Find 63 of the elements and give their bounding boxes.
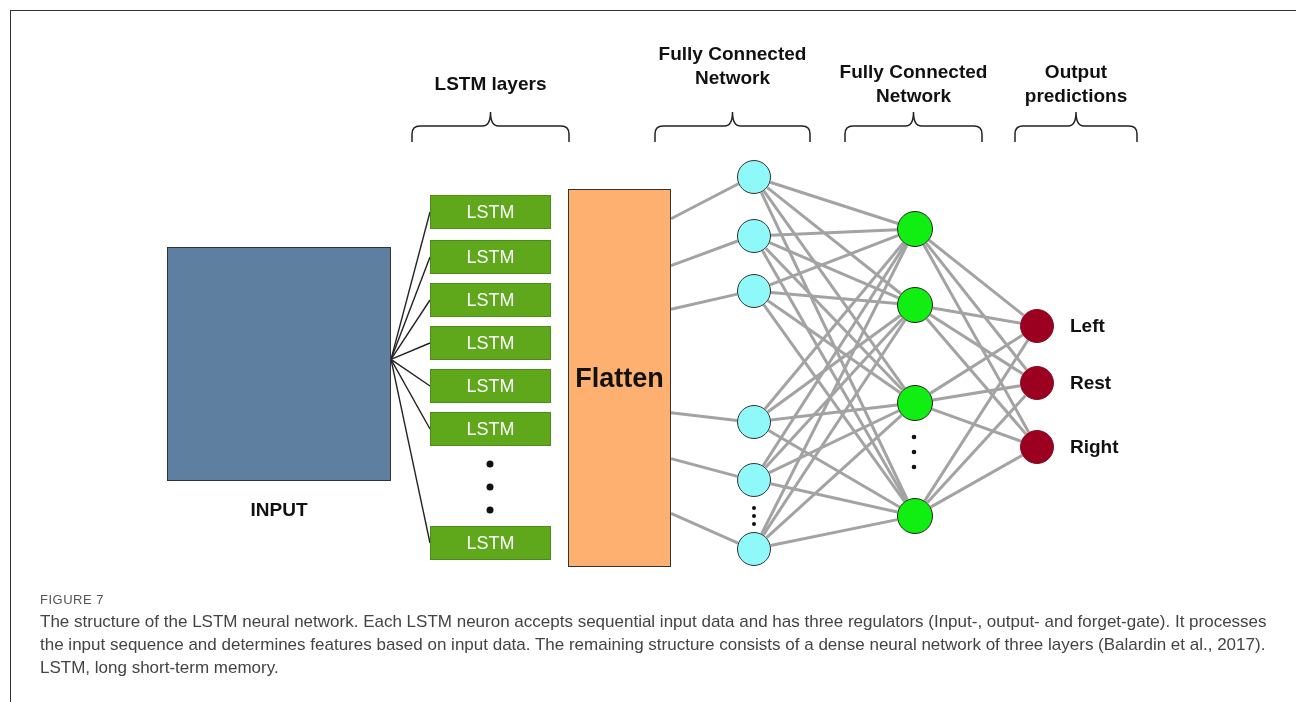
connection-line xyxy=(770,290,898,305)
connection-line xyxy=(929,454,1023,509)
caption-text: The structure of the LSTM neural network. Each LSTM neuron accepts sequential input data and has three regulators (Input-, output- and forget-gate). It processes the input sequence and determines features based on input data. The remaining structure consists of a dense neural network of three layers (Balardin et al., 2017). LSTM, long short-term memory. xyxy=(40,611,1268,679)
connection-line xyxy=(922,243,1030,433)
connection-line xyxy=(769,180,899,225)
layer-heading: LSTM layers xyxy=(433,72,548,96)
node-text: Flatten xyxy=(575,362,664,394)
connection-line xyxy=(770,518,898,548)
connection-line xyxy=(670,182,740,221)
connection-line xyxy=(762,189,906,390)
connection-line xyxy=(766,186,902,295)
connection-line xyxy=(925,242,1028,371)
output-class-label: Right xyxy=(1070,436,1119,458)
connection-line xyxy=(770,228,898,237)
connection-line xyxy=(670,239,739,268)
connection-line xyxy=(929,313,1024,376)
connection-line xyxy=(390,358,431,430)
connection-line xyxy=(767,429,901,509)
connection-line xyxy=(762,319,907,536)
connection-line xyxy=(390,299,431,360)
connection-line xyxy=(763,241,905,410)
connection-line xyxy=(769,241,900,300)
connection-line xyxy=(761,243,907,467)
node-text: LSTM xyxy=(466,246,515,268)
layer-heading: Fully Connected Network xyxy=(657,42,808,90)
connection-line xyxy=(670,457,738,478)
node-text: LSTM xyxy=(466,375,515,397)
connection-line xyxy=(762,303,906,503)
node-text: LSTM xyxy=(466,201,515,223)
connection-line xyxy=(390,342,431,360)
connection-line xyxy=(764,317,904,469)
connection-line xyxy=(769,234,899,287)
connection-line xyxy=(670,512,739,545)
node-text: LSTM xyxy=(466,332,515,354)
connection-line xyxy=(929,333,1024,395)
connection-line xyxy=(390,256,431,360)
connection-line xyxy=(670,411,738,422)
connection-line xyxy=(923,339,1030,502)
connection-line xyxy=(767,299,902,394)
output-class-label: Left xyxy=(1070,315,1105,337)
connection-line xyxy=(390,358,431,387)
node-text: LSTM xyxy=(466,532,515,554)
connection-line xyxy=(670,292,738,311)
connection-line xyxy=(925,317,1028,436)
connection-line xyxy=(928,239,1025,317)
figure-number: FIGURE 7 xyxy=(40,592,104,607)
connection-line xyxy=(770,482,898,514)
layer-heading: Fully Connected Network xyxy=(838,60,989,108)
connection-line xyxy=(768,409,900,475)
connection-line xyxy=(926,394,1027,504)
layer-heading: Output predictions xyxy=(1023,60,1129,108)
node-text: LSTM xyxy=(466,289,515,311)
connection-line xyxy=(932,384,1021,402)
connection-line xyxy=(759,191,909,501)
output-class-label: Rest xyxy=(1070,372,1112,394)
connection-line xyxy=(770,403,898,422)
connection-line xyxy=(765,413,903,539)
connection-line xyxy=(764,247,904,392)
node-text: LSTM xyxy=(466,418,515,440)
connection-line xyxy=(931,407,1022,443)
connection-line xyxy=(932,306,1021,325)
connection-line xyxy=(766,314,902,414)
input-label: INPUT xyxy=(249,499,309,521)
